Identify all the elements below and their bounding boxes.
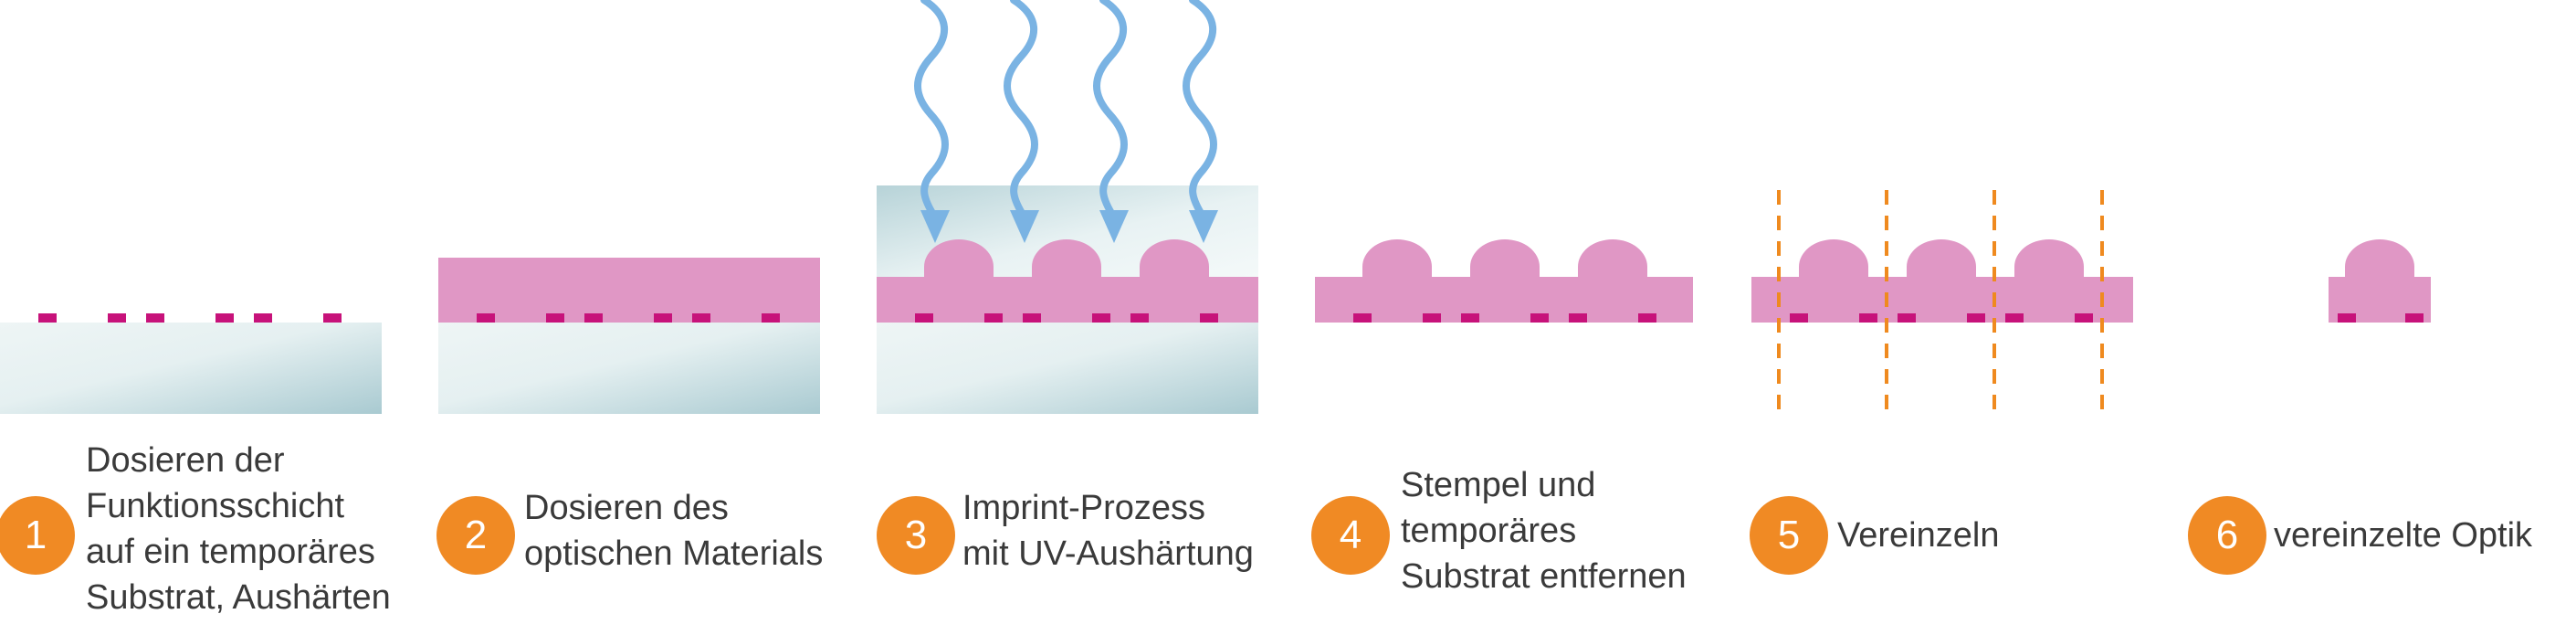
- functional-dot: [1023, 313, 1041, 323]
- caption-line: Stempel und: [1401, 466, 1596, 504]
- single-optic: [2329, 239, 2431, 323]
- functional-dot: [2405, 313, 2424, 323]
- functional-dot: [477, 313, 495, 323]
- uv-light-arrows: [914, 0, 1218, 243]
- functional-dot: [2338, 313, 2356, 323]
- step-5-illustration: [1751, 190, 2133, 416]
- step-caption-1: Dosieren der Funktionsschicht auf ein te…: [86, 438, 391, 620]
- wavy-arrow-icon: [1183, 0, 1218, 243]
- caption-line: auf ein temporäres: [86, 533, 375, 571]
- functional-dot: [1530, 313, 1549, 323]
- caption-line: mit UV-Aushärtung: [962, 534, 1254, 573]
- functional-layer-dots: [2338, 313, 2424, 323]
- functional-dot: [108, 313, 126, 323]
- step-badge-1: 1: [0, 496, 75, 575]
- caption-line: vereinzelte Optik: [2274, 516, 2533, 555]
- step-caption-3: Imprint-Prozess mit UV-Aushärtung: [962, 485, 1254, 577]
- functional-dot: [546, 313, 564, 323]
- wavy-arrow-icon: [1093, 0, 1129, 243]
- step-caption-4: Stempel und temporäres Substrat entferne…: [1401, 462, 1687, 599]
- caption-line: optischen Materials: [524, 534, 824, 573]
- functional-dot: [692, 313, 710, 323]
- wavy-arrow-icon: [914, 0, 950, 243]
- functional-dot: [216, 313, 234, 323]
- functional-layer-dots: [1353, 313, 1656, 323]
- optical-material-layer: [877, 239, 1258, 323]
- step-badge-2: 2: [436, 496, 515, 575]
- functional-dot: [254, 313, 272, 323]
- functional-layer-dots: [915, 313, 1218, 323]
- functional-dot: [1790, 313, 1808, 323]
- functional-dot: [1353, 313, 1372, 323]
- step-caption-6: vereinzelte Optik: [2274, 513, 2532, 558]
- caption-line: Imprint-Prozess: [962, 489, 1206, 527]
- caption-line: Funktionsschicht: [86, 487, 345, 525]
- functional-dot: [654, 313, 672, 323]
- step-badge-4: 4: [1311, 496, 1390, 575]
- functional-layer-dots: [38, 313, 342, 323]
- caption-line: Substrat entfernen: [1401, 557, 1687, 596]
- step-badge-6: 6: [2188, 496, 2266, 575]
- functional-dot: [1638, 313, 1656, 323]
- step-4-illustration: [1315, 239, 1693, 323]
- temporary-substrate: [0, 323, 382, 414]
- step-caption-2: Dosieren des optischen Materials: [524, 485, 823, 577]
- temporary-substrate: [438, 323, 820, 414]
- functional-layer-dots: [477, 313, 780, 323]
- functional-dot: [984, 313, 1003, 323]
- functional-dot: [1967, 313, 1985, 323]
- caption-line: Dosieren des: [524, 489, 729, 527]
- optical-material-layer: [438, 258, 820, 323]
- functional-dot: [1859, 313, 1877, 323]
- caption-line: Dosieren der: [86, 441, 285, 480]
- caption-line: Vereinzeln: [1837, 516, 2000, 555]
- step-badge-5: 5: [1750, 496, 1828, 575]
- functional-dot: [1569, 313, 1587, 323]
- functional-dot: [2005, 313, 2024, 323]
- functional-dot: [1898, 313, 1916, 323]
- wavy-arrow-icon: [1004, 0, 1039, 243]
- step-6-illustration: [2329, 239, 2431, 323]
- functional-layer-dots: [1790, 313, 2093, 323]
- step-1-illustration: [0, 313, 382, 414]
- functional-dot: [2075, 313, 2093, 323]
- functional-dot: [584, 313, 603, 323]
- functional-dot: [1092, 313, 1110, 323]
- functional-dot: [762, 313, 780, 323]
- caption-line: Substrat, Aushärten: [86, 578, 391, 617]
- step-caption-5: Vereinzeln: [1837, 513, 1999, 558]
- functional-dot: [915, 313, 933, 323]
- functional-dot: [38, 313, 57, 323]
- step-badge-3: 3: [877, 496, 955, 575]
- step-3-illustration: [877, 0, 1258, 414]
- functional-dot: [323, 313, 342, 323]
- functional-dot: [1200, 313, 1218, 323]
- functional-dot: [146, 313, 164, 323]
- functional-dot: [1130, 313, 1149, 323]
- functional-dot: [1461, 313, 1479, 323]
- optical-element-array: [1751, 239, 2133, 323]
- temporary-substrate: [877, 323, 1258, 414]
- step-2-illustration: [438, 258, 820, 414]
- cut-lines: [1777, 190, 2104, 416]
- functional-dot: [1423, 313, 1441, 323]
- caption-line: temporäres: [1401, 512, 1577, 550]
- optical-element-array: [1315, 239, 1693, 323]
